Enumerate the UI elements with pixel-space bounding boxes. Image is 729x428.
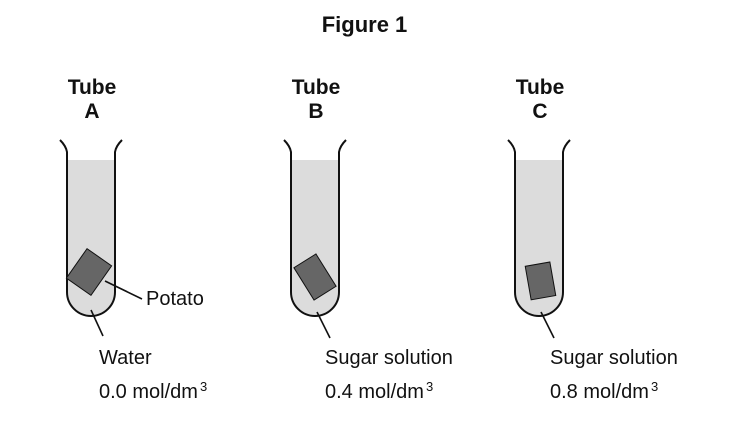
tube-c bbox=[507, 139, 571, 339]
tube-a-potato bbox=[65, 247, 113, 297]
tube-a-title: Tube A bbox=[52, 76, 132, 124]
tube-c-potato bbox=[524, 261, 557, 301]
tube-b-solution-label: Sugar solution bbox=[325, 347, 453, 369]
tube-c-title: Tube C bbox=[500, 76, 580, 124]
tube-c-concentration-power: 3 bbox=[650, 379, 659, 394]
tube-a-water-pointer bbox=[90, 309, 104, 337]
tube-b-potato bbox=[293, 253, 337, 301]
tube-a-outline bbox=[59, 139, 123, 317]
tube-a-letter: A bbox=[84, 100, 100, 123]
tube-c-outline bbox=[507, 139, 571, 317]
figure-title: Figure 1 bbox=[321, 12, 408, 37]
tube-c-solution-label: Sugar solution bbox=[550, 347, 678, 369]
tube-a-concentration-power: 3 bbox=[199, 379, 208, 394]
tube-a-potato-pointer bbox=[104, 280, 143, 300]
tube-c-concentration: 0.8 mol/dm bbox=[550, 381, 649, 403]
tube-b-outline bbox=[283, 139, 347, 317]
tube-a bbox=[59, 139, 143, 337]
tube-a-solution-label: Water bbox=[99, 347, 152, 369]
tube-b-word: Tube bbox=[291, 76, 341, 99]
tube-c-letter: C bbox=[532, 100, 548, 123]
tube-b-concentration: 0.4 mol/dm bbox=[325, 381, 424, 403]
tube-a-concentration: 0.0 mol/dm bbox=[99, 381, 198, 403]
tube-b-title: Tube B bbox=[276, 76, 356, 124]
tube-b-solution-pointer bbox=[316, 311, 331, 339]
tube-b-concentration-power: 3 bbox=[425, 379, 434, 394]
tube-a-word: Tube bbox=[67, 76, 117, 99]
tube-c-word: Tube bbox=[515, 76, 565, 99]
potato-label: Potato bbox=[146, 288, 204, 310]
tube-c-solution-pointer bbox=[540, 311, 555, 339]
tube-b-letter: B bbox=[308, 100, 324, 123]
tube-b bbox=[283, 139, 347, 339]
